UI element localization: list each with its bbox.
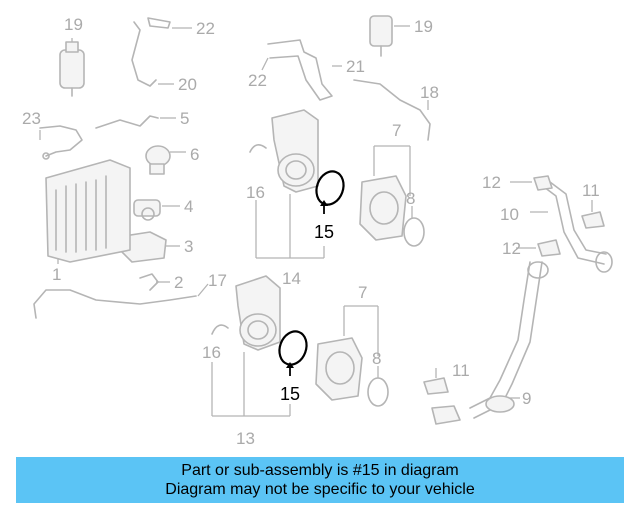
callout-10: 10 (500, 205, 519, 224)
arrowhead-15-upper (320, 200, 328, 206)
callout-8-lower: 8 (372, 349, 381, 368)
callout-19-left: 19 (64, 15, 83, 34)
callout-15-upper: 15 (314, 222, 334, 242)
part-15-o-ring-lower (278, 330, 308, 366)
callout-16-lower: 16 (202, 343, 221, 362)
callout-23: 23 (22, 109, 41, 128)
leader-22-right (261, 57, 269, 71)
callout-12-lower: 12 (502, 239, 521, 258)
callout-21: 21 (346, 57, 365, 76)
callout-7-upper: 7 (392, 121, 401, 140)
part-18-pipe (353, 79, 431, 141)
part-4-valve (133, 199, 180, 221)
part-14-egr-valve-upper (271, 109, 319, 193)
callout-4: 4 (184, 197, 193, 216)
callout-3: 3 (184, 237, 193, 256)
callout-1: 1 (52, 265, 61, 284)
banner-line-2: Diagram may not be specific to your vehi… (165, 481, 475, 498)
callout-19-right: 19 (414, 17, 433, 36)
part-16-clamp-lower (211, 324, 229, 335)
part-11-gasket-lower (423, 377, 449, 395)
callout-16-upper: 16 (246, 183, 265, 202)
callout-7-lower: 7 (358, 283, 367, 302)
part-21-bracket (267, 39, 342, 101)
callout-17: 17 (208, 271, 227, 290)
callout-8-upper: 8 (406, 189, 415, 208)
part-1-canister (45, 159, 131, 264)
part-20-bracket (131, 21, 174, 87)
callout-14: 14 (282, 269, 301, 288)
part-5-hose (95, 115, 176, 129)
part-12-flange-upper (533, 175, 553, 191)
part-8-gasket-upper (403, 217, 425, 247)
callout-11-upper: 11 (582, 181, 600, 200)
callout-12-upper: 12 (482, 173, 501, 192)
callout-2: 2 (174, 273, 183, 292)
part-8-gasket-lower (367, 377, 389, 407)
callout-13: 13 (236, 429, 255, 448)
part-2-fitting (139, 273, 170, 291)
part-17-pipe (33, 283, 209, 319)
part-22-left-bracket (147, 17, 192, 29)
part-19-left-solenoid (59, 38, 85, 97)
part-11-gasket-upper (581, 211, 605, 229)
callout-22-right: 22 (248, 71, 267, 90)
part-16-clamp-upper (249, 144, 267, 153)
callout-11-lower: 11 (452, 361, 470, 380)
part-7-throttle-lower (315, 337, 363, 401)
parts-diagram: 19 22 20 23 5 6 4 3 (22, 15, 613, 448)
callout-20: 20 (178, 75, 197, 94)
part-13-egr-valve-lower (235, 275, 281, 351)
part-19-right-solenoid (369, 15, 410, 57)
part-12-flange-lower (537, 239, 561, 257)
part-9-pipe (431, 261, 549, 425)
callout-18: 18 (420, 83, 439, 102)
part-7-throttle-upper (359, 175, 407, 241)
callout-15-lower: 15 (280, 384, 300, 404)
callout-22-left: 22 (196, 19, 215, 38)
part-6-valve (145, 145, 186, 175)
callout-5: 5 (180, 109, 189, 128)
arrowhead-15-lower (286, 362, 294, 368)
part-23-sensor (39, 125, 83, 160)
banner-line-1: Part or sub-assembly is #15 in diagram (181, 462, 459, 479)
part-10-pipe (539, 181, 613, 273)
callout-6: 6 (190, 145, 199, 164)
callout-9: 9 (522, 389, 531, 408)
info-banner: Part or sub-assembly is #15 in diagram D… (16, 457, 624, 503)
